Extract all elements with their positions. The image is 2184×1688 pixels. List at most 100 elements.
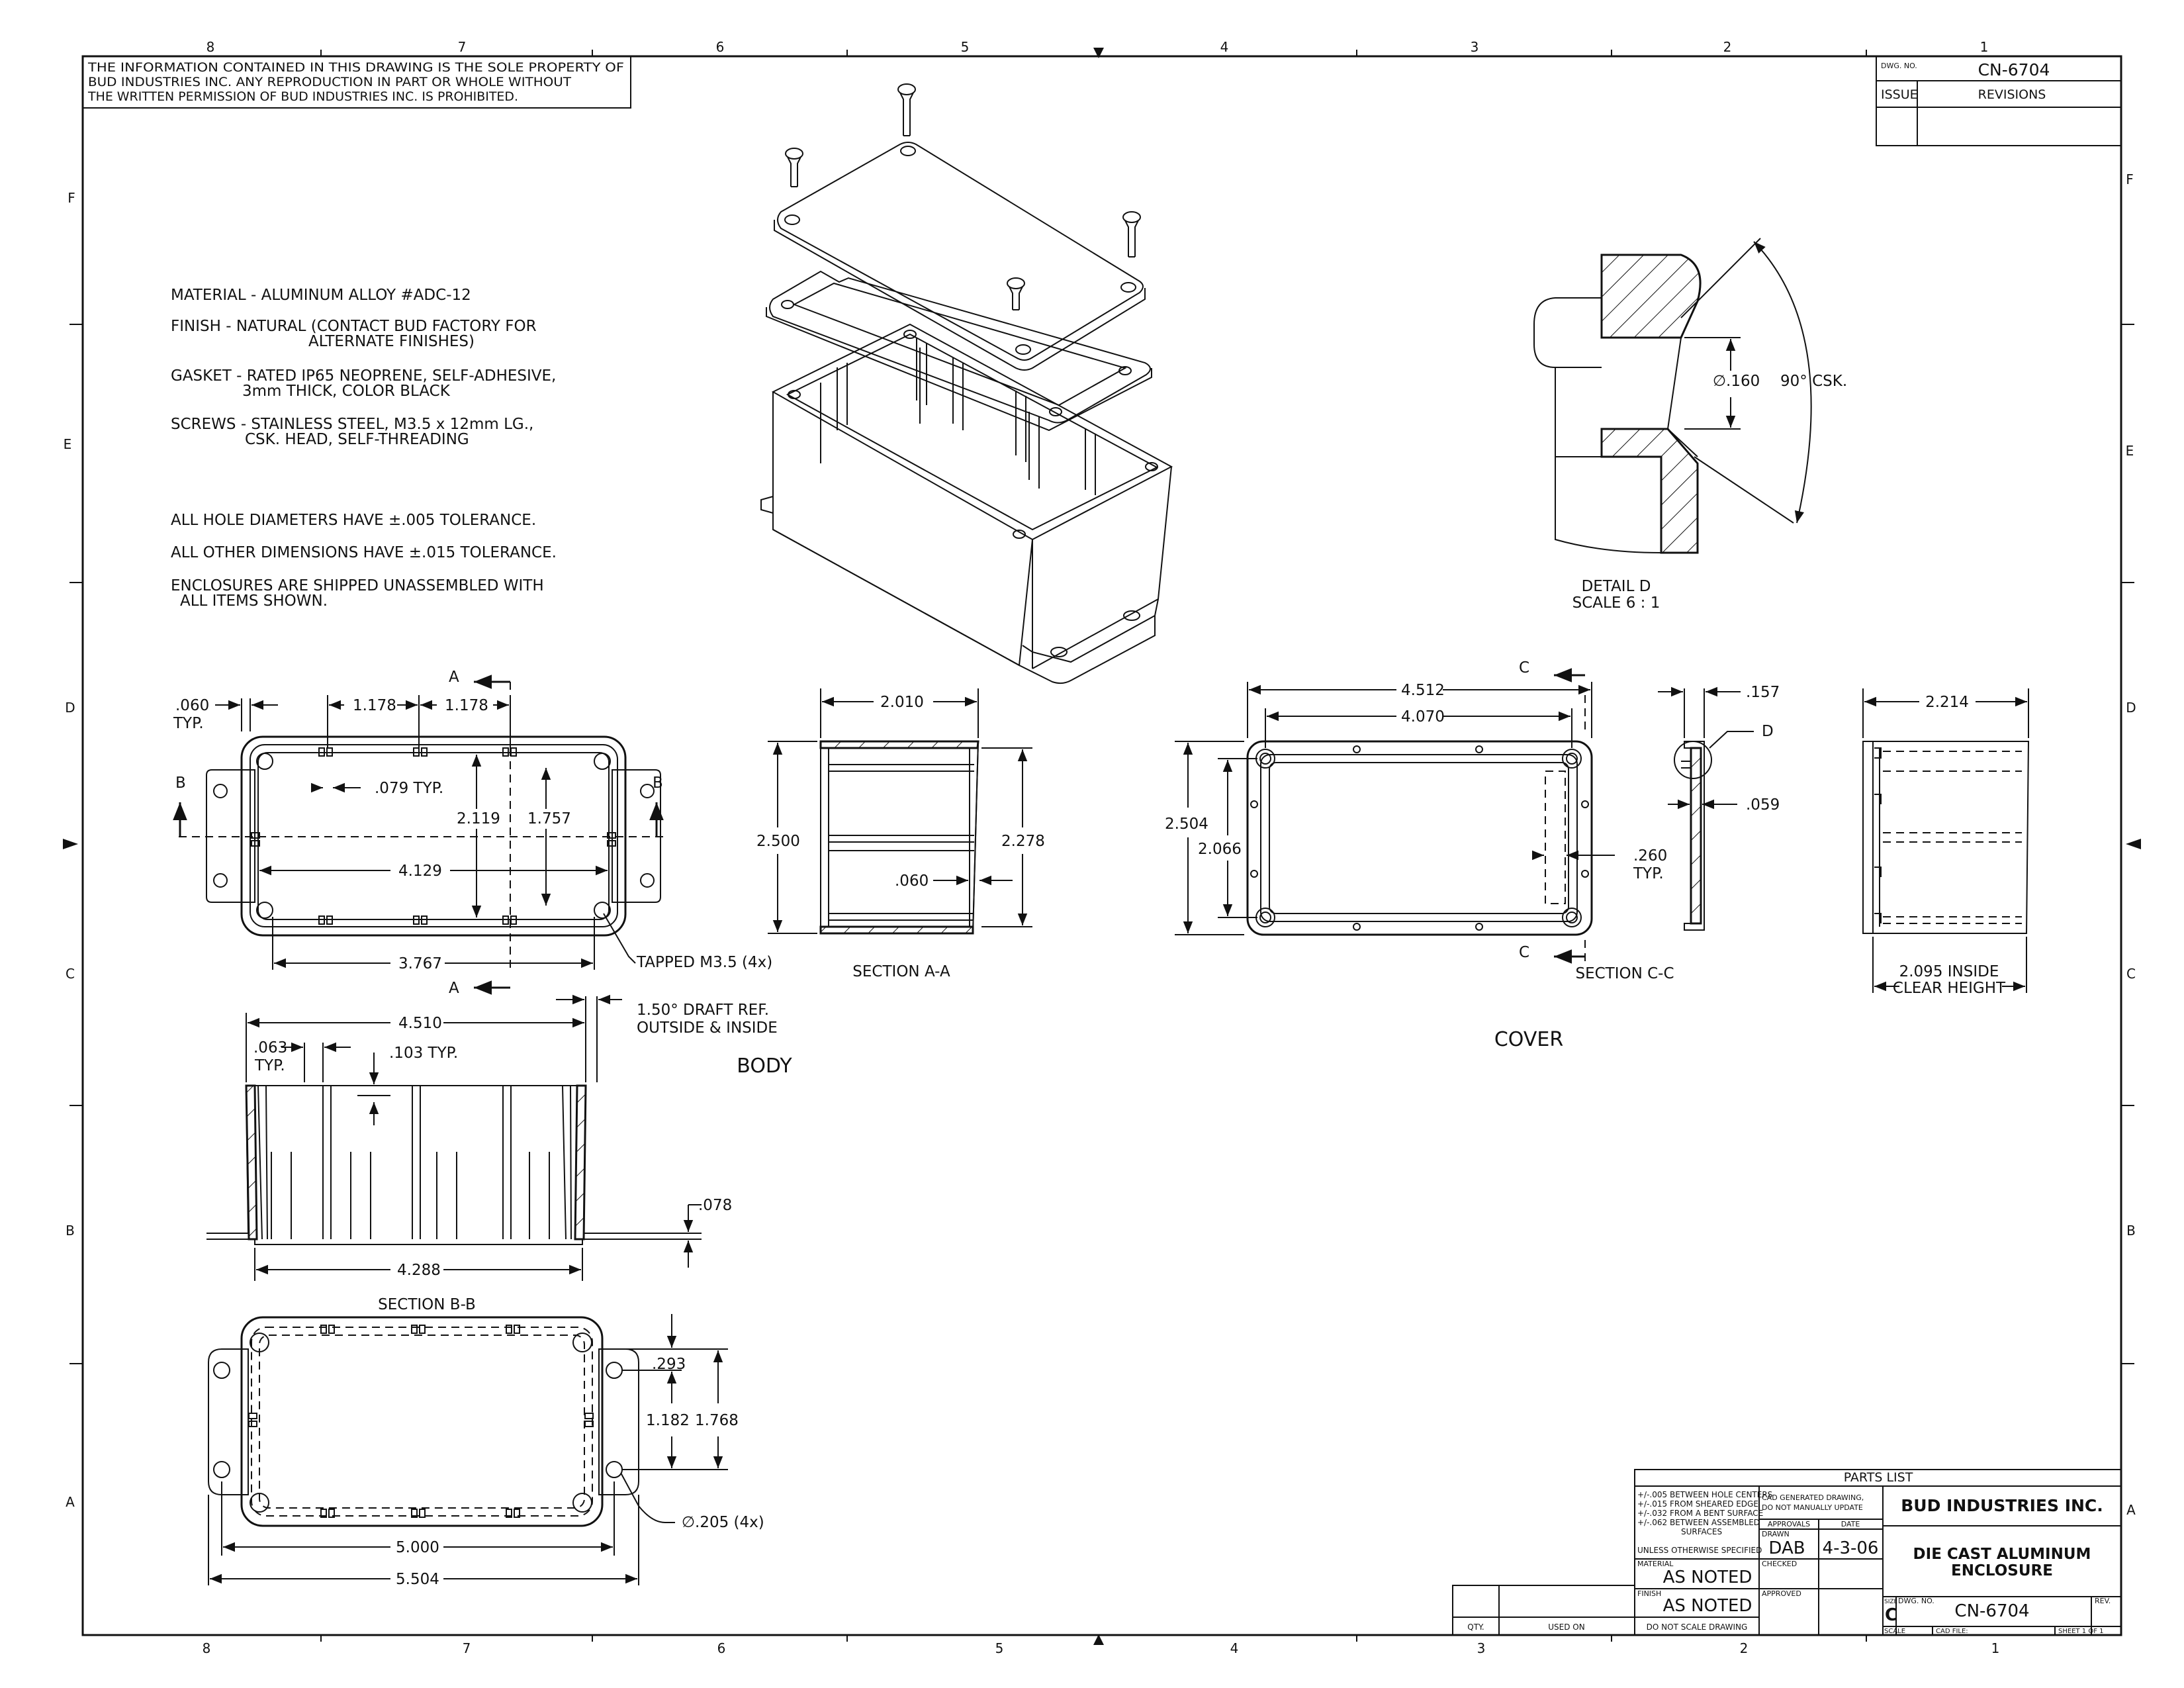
enclosure-body	[760, 323, 1173, 684]
zone-left-a: A	[66, 1494, 75, 1510]
zone-right-a: A	[2126, 1502, 2136, 1518]
do-not-scale: DO NOT SCALE DRAWING	[1647, 1622, 1748, 1632]
dim-5504: 5.504	[396, 1571, 439, 1588]
finish-label: FINISH	[1637, 1589, 1661, 1598]
zone-bottom-6: 6	[717, 1640, 726, 1656]
section-aa-labels: 2.010 2.500 2.278 .060 SECTION A-A	[756, 694, 1045, 980]
zone-bottom-7: 7	[463, 1640, 471, 1656]
qty-label: QTY.	[1467, 1622, 1484, 1632]
dim-90-csk: 90° CSK.	[1780, 373, 1847, 390]
tol-line-5: SURFACES	[1681, 1527, 1722, 1536]
tol-line-2: +/-.015 FROM SHEARED EDGE	[1637, 1499, 1758, 1509]
company-name: BUD INDUSTRIES INC.	[1901, 1496, 2103, 1515]
section-cc-labels: .157 .059 D SECTION C-C	[1575, 684, 1780, 982]
dim-3767: 3.767	[398, 955, 442, 972]
zone-right-b: B	[2126, 1223, 2136, 1239]
cad-generated-2: DO NOT MANUALLY UPDATE	[1762, 1503, 1863, 1512]
side-view	[1862, 741, 2030, 934]
section-label-a-top: A	[449, 669, 459, 686]
size-value: C	[1885, 1605, 1897, 1625]
section-label-b-left: B	[175, 774, 186, 792]
zone-bottom-4: 4	[1230, 1640, 1239, 1656]
body-top-view-dimensions	[173, 675, 664, 995]
notice-line-2: BUD INDUSTRIES INC. ANY REPRODUCTION IN …	[88, 75, 571, 89]
dim-4070: 4.070	[1401, 708, 1445, 726]
dim-4288: 4.288	[397, 1262, 441, 1279]
revision-issue-label: ISSUE	[1881, 87, 1918, 102]
note-draft-2: OUTSIDE & INSIDE	[637, 1019, 778, 1037]
tol-line-1: +/-.005 BETWEEN HOLE CENTERS	[1637, 1490, 1772, 1499]
section-aa-dimensions	[768, 688, 1032, 934]
dim-2095-inside: 2.095 INSIDE	[1899, 963, 1999, 980]
dim-2278: 2.278	[1001, 833, 1045, 850]
revision-block: DWG. NO. CN-6704 ISSUE REVISIONS	[1876, 56, 2122, 146]
dim-1768: 1.768	[695, 1412, 739, 1429]
note-finish-2: ALTERNATE FINISHES)	[308, 333, 475, 350]
notice-line-3: THE WRITTEN PERMISSION OF BUD INDUSTRIES…	[87, 89, 518, 104]
approved-label: APPROVED	[1762, 1589, 1801, 1598]
note-screws-1: SCREWS - STAINLESS STEEL, M3.5 x 12mm LG…	[171, 416, 533, 433]
note-finish-1: FINISH - NATURAL (CONTACT BUD FACTORY FO…	[171, 318, 537, 335]
cover-top-view	[1246, 695, 1593, 966]
zone-top-6: 6	[716, 39, 725, 55]
zone-left-d: D	[65, 700, 75, 716]
section-aa-view	[819, 740, 979, 935]
zone-right-f: F	[2126, 171, 2134, 187]
zone-right-d: D	[2126, 700, 2136, 716]
proprietary-notice: THE INFORMATION CONTAINED IN THIS DRAWIN…	[82, 56, 631, 109]
revision-revisions-label: REVISIONS	[1978, 87, 2046, 102]
zone-top-3: 3	[1471, 39, 1479, 55]
rev-label: REV.	[2095, 1597, 2111, 1605]
section-cc-dimensions	[1658, 686, 1754, 811]
drawn-label: DRAWN	[1762, 1530, 1790, 1538]
zone-top-5: 5	[961, 39, 970, 55]
parts-list-label: PARTS LIST	[1844, 1470, 1913, 1485]
zone-labels: 8 7 6 5 4 3 2 1 8 7 6 5 4 3 2 1 F E D C …	[64, 39, 2136, 1656]
dim-5000: 5.000	[396, 1539, 439, 1556]
drawn-date: 4-3-06	[1823, 1538, 1879, 1558]
note-other-tolerance: ALL OTHER DIMENSIONS HAVE ±.015 TOLERANC…	[171, 544, 557, 561]
zone-top-8: 8	[206, 39, 215, 55]
used-on-label: USED ON	[1548, 1622, 1584, 1632]
zone-right-e: E	[2126, 443, 2134, 459]
note-draft-1: 1.50° DRAFT REF.	[637, 1002, 769, 1019]
zone-bottom-5: 5	[995, 1640, 1004, 1656]
detail-d-dimensions	[1680, 238, 1812, 524]
notice-line-1: THE INFORMATION CONTAINED IN THIS DRAWIN…	[87, 60, 624, 75]
general-notes: MATERIAL - ALUMINUM ALLOY #ADC-12 FINISH…	[171, 287, 557, 610]
side-view-labels: 2.214 2.095 INSIDE CLEAR HEIGHT	[1893, 694, 2006, 997]
drawing-border	[63, 48, 2141, 1645]
zone-left-e: E	[64, 436, 72, 452]
isometric-exploded-view	[760, 83, 1173, 684]
dim-293: .293	[652, 1356, 686, 1373]
detail-callout-d: D	[1762, 723, 1774, 740]
zone-bottom-8: 8	[203, 1640, 211, 1656]
cad-generated-1: CAD GENERATED DRAWING,	[1762, 1493, 1864, 1502]
zone-bottom-3: 3	[1477, 1640, 1486, 1656]
dim-4129: 4.129	[398, 863, 442, 880]
detail-d-scale: SCALE 6 : 1	[1572, 594, 1661, 612]
detail-d-title: DETAIL D	[1582, 578, 1651, 595]
body-top-view	[179, 682, 668, 970]
dim-063: .063	[253, 1039, 287, 1056]
dim-079-typ: .079 TYP.	[375, 780, 443, 797]
detail-d-view	[1533, 254, 1702, 554]
note-shipped-1: ENCLOSURES ARE SHIPPED UNASSEMBLED WITH	[171, 577, 544, 594]
dim-2214: 2.214	[1925, 694, 1969, 711]
dim-260: .260	[1633, 847, 1667, 865]
tol-line-4: +/-.062 BETWEEN ASSEMBLED	[1637, 1518, 1760, 1527]
zone-top-4: 4	[1220, 39, 1229, 55]
dim-2504: 2.504	[1165, 816, 1208, 833]
revision-dwg-number: CN-6704	[1978, 60, 2050, 79]
section-label-a-bottom: A	[449, 980, 459, 997]
dim-1178-left: 1.178	[353, 697, 396, 714]
side-view-dimensions	[1862, 688, 2029, 993]
zone-left-b: B	[66, 1223, 75, 1239]
note-hole-tolerance: ALL HOLE DIAMETERS HAVE ±.005 TOLERANCE.	[171, 512, 536, 529]
dim-2500: 2.500	[756, 833, 800, 850]
screw-2	[785, 148, 803, 187]
dim-160-dia: ∅.160	[1713, 373, 1760, 390]
material-value: AS NOTED	[1663, 1568, 1752, 1587]
note-shipped-2: ALL ITEMS SHOWN.	[180, 592, 328, 610]
